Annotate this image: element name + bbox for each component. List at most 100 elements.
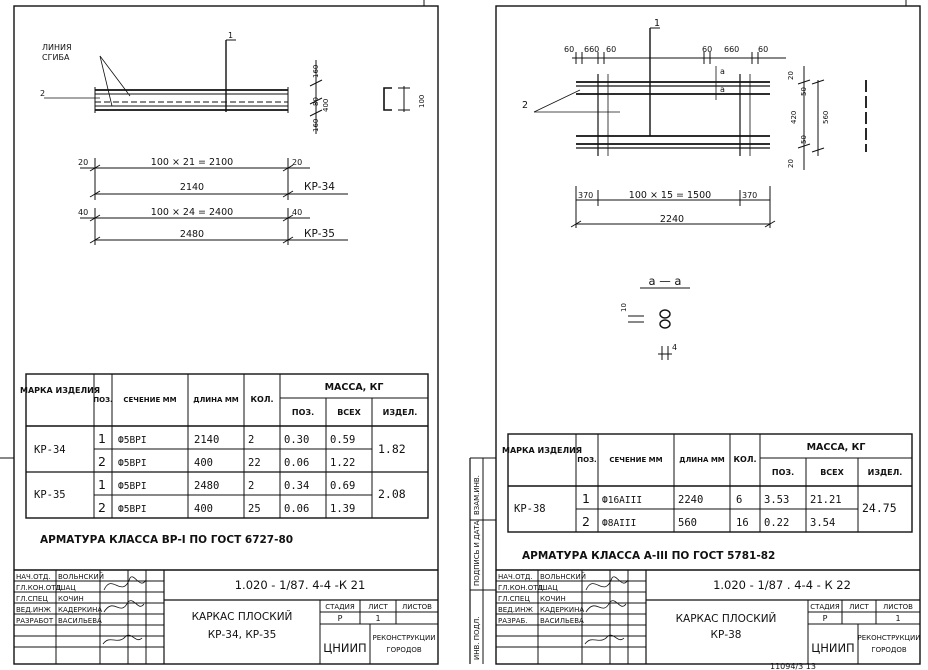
row-mass-pos: 0.06 <box>284 503 309 515</box>
hdr-qty: КОЛ. <box>733 455 756 464</box>
stamp-title-1: КАРКАС ПЛОСКИЙ <box>192 610 293 623</box>
row-section: Ф16АIII <box>602 495 642 506</box>
top-dim-r2: 660 <box>724 45 739 54</box>
hdr-mass-item: ИЗДЕЛ. <box>383 408 418 417</box>
stamp-sheet: 1 <box>375 614 380 623</box>
steel-note: АРМАТУРА КЛАССА ВР-I ПО ГОСТ 6727-80 <box>40 534 293 546</box>
stamp-role: ГЛ.КОН.ОТД. <box>16 584 63 592</box>
stamp-role: ГЛ.КОН.ОТД. <box>498 584 545 592</box>
stamp-org2b: ГОРОДОВ <box>386 646 421 654</box>
hdr-pos: ПОЗ. <box>577 456 596 464</box>
row-mass-all: 1.39 <box>330 503 355 515</box>
right-signature-2 <box>585 600 627 613</box>
row-mass-all: 3.54 <box>810 517 835 529</box>
stamp-org: ЦНИИП <box>811 641 854 655</box>
kr35-tag: КР-35 <box>304 228 335 240</box>
right-title-block-grid <box>496 569 920 664</box>
row-section: Ф5ВРI <box>118 435 147 446</box>
rdim-5: 50 <box>800 135 808 144</box>
row-pos: 2 <box>98 454 106 469</box>
sec-dim-b: 4 <box>672 343 677 352</box>
right-sheet-frame <box>495 5 921 665</box>
row-mass-pos: 0.34 <box>284 480 309 492</box>
pos-2-label: 2 <box>40 89 45 98</box>
stamp-sheet: 1 <box>895 614 900 623</box>
stamp-role: ГЛ.СПЕЦ <box>498 595 530 603</box>
row-pos: 2 <box>582 514 590 529</box>
stamp-title-2: КР-34, КР-35 <box>208 629 277 641</box>
dim-right-4: 160 <box>312 119 320 132</box>
kr34-spacing: 100 × 21 = 2100 <box>151 157 233 168</box>
row-section: Ф5ВРI <box>118 481 147 492</box>
r-end-b: 370 <box>742 191 757 200</box>
stamp-org2a: РЕКОНСТРУКЦИИ <box>858 634 921 642</box>
stamp-role: РАЗРАБ. <box>498 617 528 625</box>
stamp-name: ВАСИЛЬЕВА <box>540 617 584 625</box>
row-qty: 16 <box>736 517 749 529</box>
stamp-org2a: РЕКОНСТРУКЦИИ <box>373 634 436 642</box>
left-sheet <box>0 0 439 665</box>
left-spec-table-grid <box>25 373 429 519</box>
stamp-name: ШАЦ <box>58 584 76 592</box>
row-pos: 2 <box>98 500 106 515</box>
stamp-h-stage: СТАДИЯ <box>325 603 355 611</box>
row-mass-pos: 0.06 <box>284 457 309 469</box>
steel-note-r: АРМАТУРА КЛАССА А-III ПО ГОСТ 5781-82 <box>522 550 775 562</box>
hdr-mass-pos: ПОЗ. <box>772 468 794 477</box>
top-dim-l3: 60 <box>606 45 616 54</box>
hdr-section: СЕЧЕНИЕ ММ <box>609 456 662 464</box>
row-length: 560 <box>678 517 697 529</box>
cut-mark-bottom: а <box>720 85 725 94</box>
stamp-role: ВЕД.ИНЖ <box>498 606 533 614</box>
kr35-spacing: 100 × 24 = 2400 <box>151 207 233 218</box>
hdr-length: ДЛИНА ММ <box>193 396 239 404</box>
stamp-h-sheets: ЛИСТОВ <box>402 603 432 611</box>
stamp-org: ЦНИИП <box>323 641 366 655</box>
stamp-role: НАЧ.ОТД. <box>16 573 51 581</box>
kr35-end-a: 40 <box>78 208 88 217</box>
hdr-mark: МАРКА ИЗДЕЛИЯ <box>502 446 582 455</box>
pos-2-label-r: 2 <box>522 100 528 111</box>
row-length: 400 <box>194 503 213 515</box>
row-qty: 6 <box>736 494 742 506</box>
top-dim-l2: 660 <box>584 45 599 54</box>
dim-right-3: 400 <box>322 99 330 112</box>
left-sheet-frame <box>13 5 439 665</box>
row-length: 2240 <box>678 494 703 506</box>
hdr-mass-item: ИЗДЕЛ. <box>868 468 903 477</box>
row-mark: КР-34 <box>34 444 66 456</box>
fold-line-label-1: ЛИНИЯ <box>42 43 72 52</box>
row-qty: 2 <box>248 434 254 446</box>
stamp-role: РАЗРАБОТ <box>16 617 54 625</box>
hdr-mass: МАССА, КГ <box>807 442 866 453</box>
hdr-mark: МАРКА ИЗДЕЛИЯ <box>20 386 100 395</box>
section-title: а — а <box>649 274 682 288</box>
row-pos: 1 <box>98 477 106 492</box>
row-qty: 22 <box>248 457 261 469</box>
row-mass-item: 24.75 <box>862 501 897 515</box>
right-cage-plan <box>533 27 867 228</box>
row-mass-pos: 0.22 <box>764 517 789 529</box>
rdim-3: 420 <box>790 111 798 124</box>
dim-section: 100 <box>418 95 426 108</box>
row-mass-all: 0.59 <box>330 434 355 446</box>
hdr-mass-all: ВСЕХ <box>337 408 361 417</box>
stamp-role: НАЧ.ОТД. <box>498 573 533 581</box>
stamp-title-2: КР-38 <box>711 629 742 641</box>
row-mark: КР-38 <box>514 503 546 515</box>
fold-line-label-2: СГИБА <box>42 53 70 62</box>
row-length: 2140 <box>194 434 219 446</box>
kr34-tag: КР-34 <box>304 181 335 193</box>
hdr-qty: КОЛ. <box>250 395 273 404</box>
stamp-name: ШАЦ <box>540 584 558 592</box>
right-signature-1 <box>585 576 629 591</box>
rdim-2: 50 <box>800 87 808 96</box>
stamp-h-sheet: ЛИСТ <box>849 603 869 611</box>
side-label-3: ИНВ. ПОДЛ. <box>473 617 481 660</box>
row-mark: КР-35 <box>34 489 66 501</box>
left-dimensions <box>80 158 348 245</box>
pos-1-label: 1 <box>228 31 233 40</box>
left-cage-plan <box>44 39 410 134</box>
row-mass-pos: 3.53 <box>764 494 789 506</box>
footer-note: 11094/3 13 <box>770 662 816 670</box>
